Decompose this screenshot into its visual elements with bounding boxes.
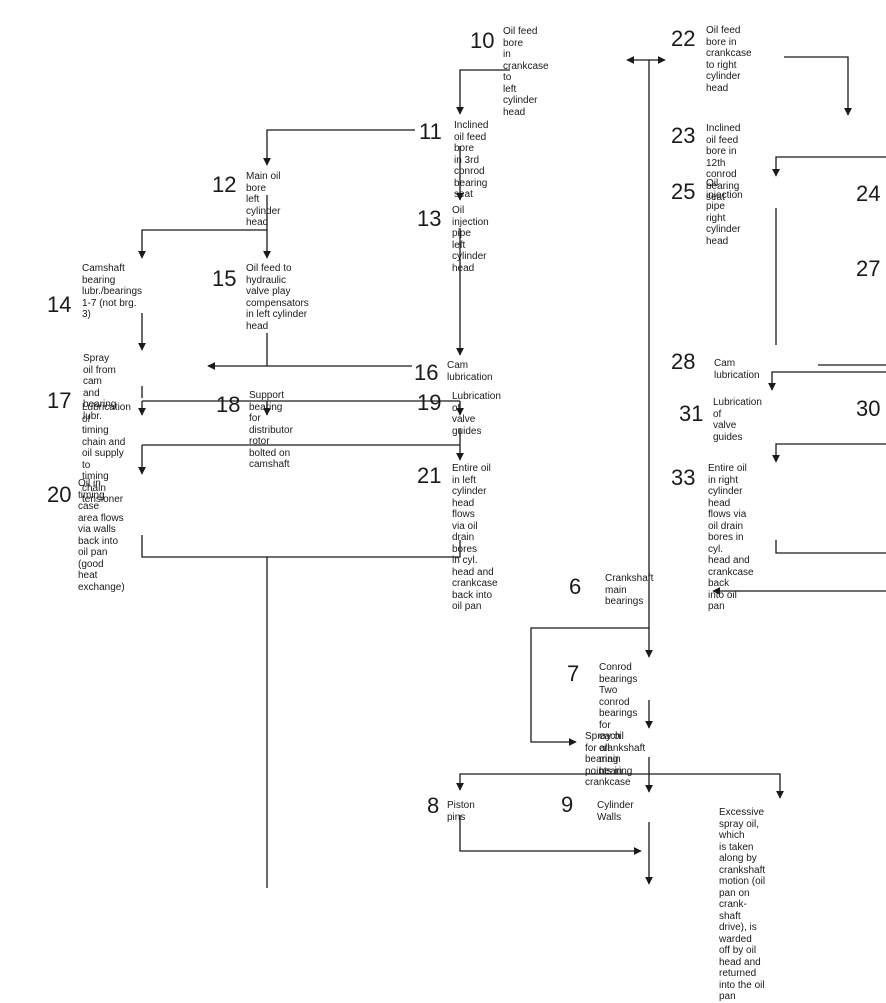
step-label: Lubrication of valve guides (452, 391, 501, 437)
step-number: 8 (427, 793, 440, 818)
step-number: 14 (47, 292, 72, 317)
step-number: 6 (569, 574, 582, 599)
step-label: Cylinder Walls (597, 800, 634, 823)
step-number: 13 (417, 206, 442, 231)
flow-connectors (138, 56, 886, 888)
step-label: Entire oil in left cylinder head flows v… (452, 463, 498, 612)
step-label: Support bearing for distributor rotor bo… (249, 390, 293, 470)
step-number: 20 (47, 482, 72, 507)
step-number: 27 (856, 256, 881, 281)
step-label: Inclined oil feed bore in 12th conrod be… (706, 123, 741, 203)
step-label: Oil in timing case area flows via walls … (78, 478, 125, 593)
step-number: 23 (671, 123, 696, 148)
step-number: 16 (414, 360, 439, 385)
step-number: 21 (417, 463, 442, 488)
step-number: 11 (419, 119, 442, 144)
step-label: Oil feed bore in crankcase to left cylin… (503, 26, 549, 118)
step-number: 19 (417, 390, 442, 415)
step-label: Spray oil for all bearing points in cran… (585, 731, 631, 788)
step-label: Lubrication of valve guides (713, 397, 762, 443)
step-number: 10 (470, 28, 495, 53)
step-number: 12 (212, 172, 237, 197)
step-label: Main oil bore left cylinder head (246, 171, 281, 228)
step-number: 9 (561, 792, 574, 817)
step-number: 31 (679, 401, 704, 426)
step-label: Cam lubrication (714, 358, 760, 381)
step-label: Inclined oil feed bore in 3rd conrod bea… (454, 120, 489, 200)
step-label: Crankshaft main bearings (605, 573, 654, 607)
step-label: Lubrication of timing chain and oil supp… (82, 402, 131, 505)
step-number: 15 (212, 266, 237, 291)
step-number: 25 (671, 179, 696, 204)
step-label: Oil injection pipe right cylinder head (706, 178, 743, 247)
step-label: Cam lubrication (447, 360, 493, 383)
step-number: 7 (567, 661, 580, 686)
step-number: 33 (671, 465, 696, 490)
step-number: 17 (47, 388, 72, 413)
step-label: Oil injection pipe left cylinder head (452, 205, 489, 274)
step-label: Piston pins (447, 800, 475, 823)
step-label: Camshaft bearing lubr./bearings 1-7 (not… (82, 263, 143, 320)
step-label: Entire oil in right cylinder head flows … (708, 463, 754, 612)
step-number: 18 (216, 392, 241, 417)
step-label: Excessive spray oil, which is taken alon… (719, 807, 766, 1002)
step-label: Spray oil from cam and bearing lubr. (83, 353, 117, 422)
step-label: Oil feed bore in crankcase to right cyli… (706, 25, 752, 94)
step-number: 24 (856, 181, 881, 206)
step-number: 22 (671, 26, 696, 51)
step-number: 28 (671, 349, 696, 374)
step-label: Oil feed to hydraulic valve play compens… (246, 263, 309, 332)
step-label: Conrod bearings Two conrod bearings for … (599, 662, 646, 777)
step-number: 30 (856, 396, 881, 421)
